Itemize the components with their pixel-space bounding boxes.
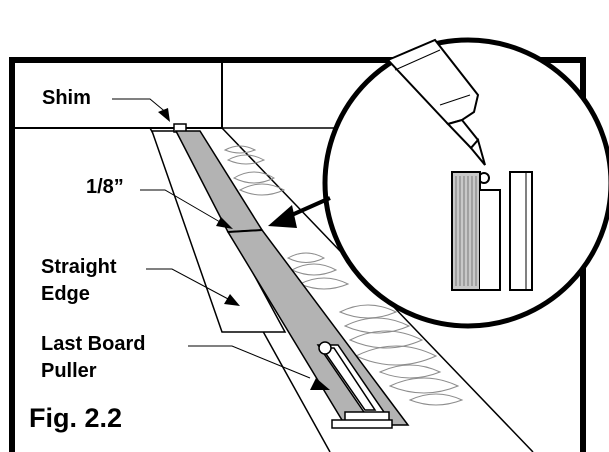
last-board-puller (316, 341, 393, 429)
last-board-puller-label-line2: Puller (41, 360, 97, 382)
wood-grain-pattern (223, 145, 464, 406)
straight-edge-arrowhead (224, 294, 240, 306)
shim-arrowhead (158, 108, 170, 122)
shim-label: Shim (42, 87, 91, 109)
detail-magnifier (322, 37, 609, 329)
eighth-inch-leader (140, 189, 221, 223)
straight-edge-label-line1: Straight (41, 256, 117, 278)
board-seam (227, 229, 263, 233)
straight-edge-leader (146, 268, 231, 301)
shim-leader (112, 98, 169, 115)
figure-label: Fig. 2.2 (29, 403, 123, 433)
last-board-puller-leader (188, 345, 311, 379)
straight-edge (150, 130, 287, 333)
leader-lines (112, 98, 311, 379)
last-board-puller-arrowhead (310, 378, 330, 390)
straight-edge-label-line2: Edge (41, 283, 90, 305)
leader-arrowheads (158, 108, 330, 390)
eighth-inch-gap-label: 1/8” (86, 176, 124, 198)
last-board-puller-label-line1: Last Board (41, 333, 146, 355)
eighth-inch-arrowhead (216, 217, 233, 229)
detail-pointer-arrow (268, 196, 331, 228)
